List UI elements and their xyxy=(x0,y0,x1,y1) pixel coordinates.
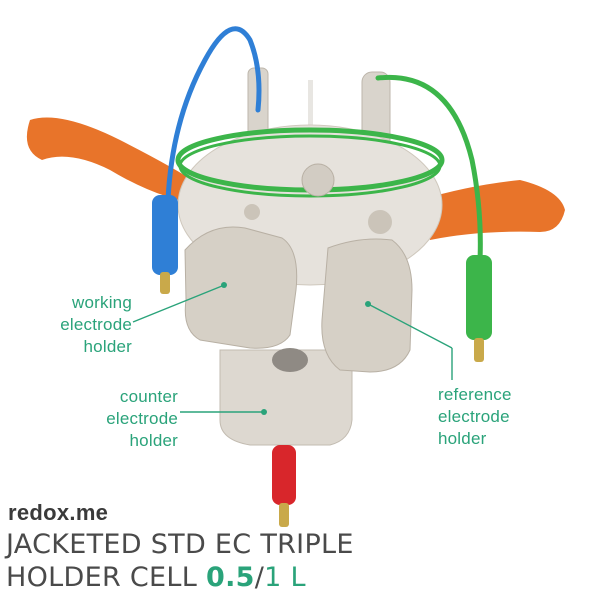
green-plug xyxy=(466,255,492,340)
title-line-2-prefix: HOLDER CELL xyxy=(6,562,206,593)
lid-port-b xyxy=(244,204,260,220)
reference-leader-dot xyxy=(365,301,371,307)
blue-cable xyxy=(165,26,262,203)
working-leader xyxy=(132,285,223,323)
product-title: JACKETED STD EC TRIPLE HOLDER CELL 0.5/1… xyxy=(6,528,596,594)
counter-leader-dot xyxy=(261,409,267,415)
brand-logo: redox.me xyxy=(8,500,109,525)
right-orange-arm xyxy=(420,180,565,240)
counter-electrode-label: counter electrode holder xyxy=(106,387,178,450)
counter-port xyxy=(272,348,308,372)
working-electrode-label: working electrode holder xyxy=(60,293,132,356)
volume-separator: / xyxy=(254,562,265,593)
center-port xyxy=(301,163,335,197)
title-line-1: JACKETED STD EC TRIPLE xyxy=(6,529,354,560)
working-leader-dot xyxy=(221,282,227,288)
reference-electrode-label: reference electrode holder xyxy=(438,385,512,448)
blue-plug-tip xyxy=(160,272,170,294)
rear-rod xyxy=(308,80,313,140)
red-plug-tip xyxy=(279,503,289,527)
green-seal-ring-2 xyxy=(178,134,442,198)
working-holder-block xyxy=(184,226,298,349)
left-orange-arm xyxy=(26,117,205,205)
reference-leader xyxy=(369,304,453,349)
volume-primary: 0.5 xyxy=(205,562,255,593)
green-cable xyxy=(375,74,483,263)
green-plug-tip xyxy=(474,338,484,362)
title-line-2: HOLDER CELL 0.5/1 L xyxy=(6,561,596,594)
lid-port-a xyxy=(368,210,392,234)
cell-body xyxy=(219,349,353,446)
volume-secondary: 1 L xyxy=(264,562,306,593)
red-plug xyxy=(272,445,296,505)
blue-plug xyxy=(152,195,178,275)
